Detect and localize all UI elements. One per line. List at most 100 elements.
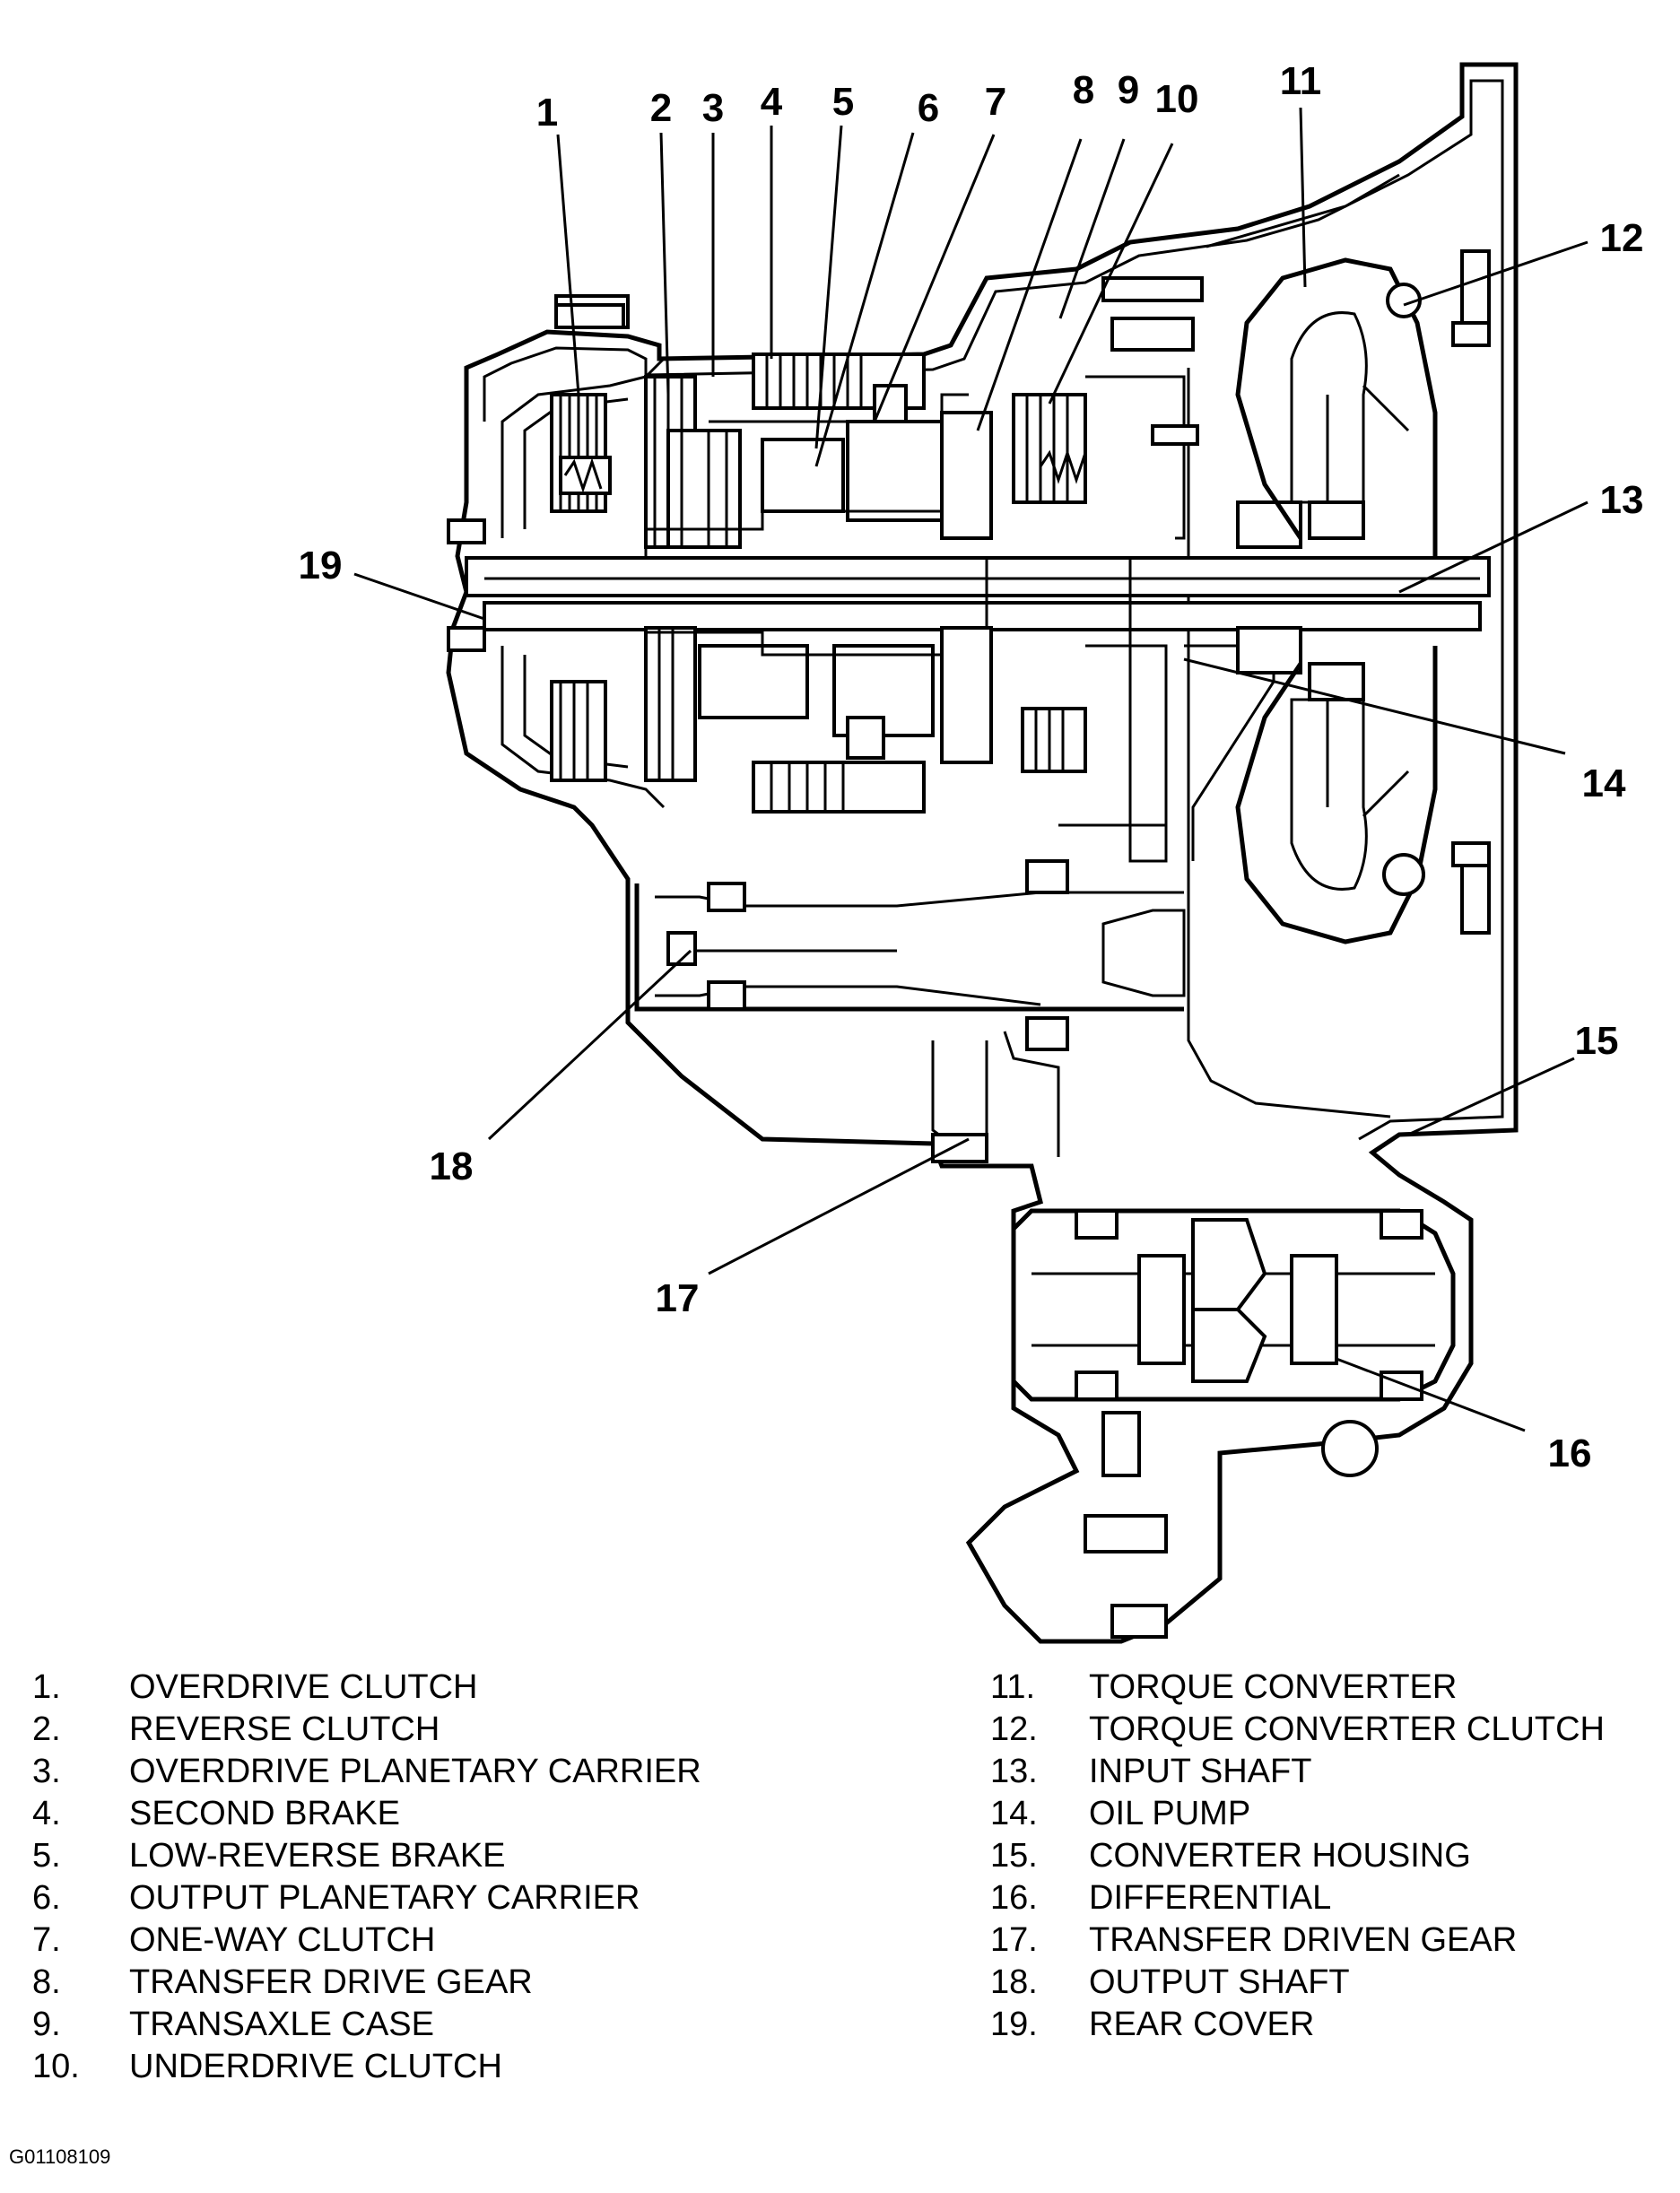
legend-label: OIL PUMP — [1089, 1795, 1251, 1832]
callout-17: 17 — [656, 1276, 700, 1320]
legend-number: 16. — [990, 1879, 1038, 1917]
leader-line-16 — [1336, 1357, 1526, 1432]
callout-6: 6 — [918, 86, 939, 130]
legend-number: 12. — [990, 1710, 1038, 1748]
leader-lines — [353, 107, 1589, 1432]
legend-item: 12. TORQUE CONVERTER CLUTCH — [990, 1709, 1605, 1751]
legend-item: 14. OIL PUMP — [990, 1793, 1605, 1835]
transaxle-cross-section-diagram: 1 2 3 4 5 6 7 8 9 10 11 12 13 14 15 16 1… — [299, 59, 1644, 1644]
legend-number: 18. — [990, 1963, 1038, 2001]
legend-item: 11. TORQUE CONVERTER — [990, 1667, 1605, 1709]
callout-12: 12 — [1600, 216, 1644, 260]
transfer-driven-gear — [931, 1031, 1060, 1163]
legend-label: REVERSE CLUTCH — [129, 1710, 440, 1748]
main-shaft — [465, 556, 1491, 631]
fastener-bolts — [447, 276, 1491, 867]
callout-11: 11 — [1280, 59, 1322, 103]
legend-label: TRANSFER DRIVEN GEAR — [1089, 1921, 1518, 1959]
leader-line-8 — [976, 138, 1083, 431]
legend-number: 11. — [990, 1668, 1036, 1706]
legend-item: 18. OUTPUT SHAFT — [990, 1962, 1605, 2004]
legend-item: 8. TRANSFER DRIVE GEAR — [32, 1962, 701, 2004]
leader-line-19 — [353, 572, 485, 621]
leader-line-10 — [1048, 143, 1174, 405]
legend-number: 9. — [32, 2006, 61, 2043]
legend-left-column: 1. OVERDRIVE CLUTCH 2. REVERSE CLUTCH 3. OV… — [32, 1667, 701, 2088]
differential — [1011, 1208, 1456, 1639]
callout-2: 2 — [650, 86, 672, 130]
legend-number: 1. — [32, 1668, 61, 1706]
legend-label: TORQUE CONVERTER — [1089, 1668, 1458, 1706]
leader-line-9 — [1058, 138, 1126, 319]
legend-item: 3. OVERDRIVE PLANETARY CARRIER — [32, 1751, 701, 1793]
leader-line-2 — [659, 132, 670, 396]
legend-label: TRANSAXLE CASE — [129, 2006, 434, 2043]
legend-item: 6. OUTPUT PLANETARY CARRIER — [32, 1877, 701, 1919]
legend-label: ONE-WAY CLUTCH — [129, 1921, 436, 1959]
legend-number: 5. — [32, 1837, 61, 1875]
legend-number: 2. — [32, 1710, 61, 1748]
legend-number: 3. — [32, 1753, 61, 1790]
clutch-packs-lower — [501, 626, 987, 814]
legend-label: OUTPUT SHAFT — [1089, 1963, 1350, 2001]
figure-id: G01108109 — [9, 2145, 111, 2168]
callout-4: 4 — [761, 80, 783, 124]
callout-14: 14 — [1582, 761, 1626, 805]
legend-number: 14. — [990, 1795, 1038, 1832]
oil-pump — [1128, 500, 1302, 863]
callout-9: 9 — [1118, 68, 1139, 112]
legend-number: 13. — [990, 1753, 1038, 1790]
legend-label: REAR COVER — [1089, 2006, 1315, 2043]
legend-label: OVERDRIVE PLANETARY CARRIER — [129, 1753, 701, 1790]
legend-item: 17.TRANSFER DRIVEN GEAR — [990, 1919, 1605, 1962]
legend-label: OVERDRIVE CLUTCH — [129, 1668, 478, 1706]
leader-line-7 — [873, 134, 996, 422]
leader-line-6 — [814, 132, 915, 467]
legend-item: 9. TRANSAXLE CASE — [32, 2004, 701, 2046]
legend-number: 6. — [32, 1879, 61, 1917]
leader-line-18 — [487, 949, 692, 1141]
callout-19: 19 — [299, 544, 343, 587]
callout-8: 8 — [1073, 68, 1094, 112]
callout-5: 5 — [832, 80, 854, 124]
legend-number: 15. — [990, 1837, 1038, 1875]
callout-numbers: 1 2 3 4 5 6 7 8 9 10 11 12 13 14 15 16 1… — [299, 59, 1644, 1475]
legend-number: 8. — [32, 1963, 61, 2001]
legend-label: CONVERTER HOUSING — [1089, 1837, 1471, 1875]
legend-item: 7. ONE-WAY CLUTCH — [32, 1919, 701, 1962]
legend-number: 19. — [990, 2006, 1038, 2043]
legend-number: 10. — [32, 2048, 80, 2085]
legend-item: 1. OVERDRIVE CLUTCH — [32, 1667, 701, 1709]
legend-item: 4.SECOND BRAKE — [32, 1793, 701, 1835]
leader-line-1 — [556, 134, 580, 396]
output-shaft — [634, 859, 1186, 1051]
legend-number: 4. — [32, 1795, 61, 1832]
legend-item: 15. CONVERTER HOUSING — [990, 1835, 1605, 1877]
leader-line-11 — [1299, 107, 1307, 288]
legend-item: 13.INPUT SHAFT — [990, 1751, 1605, 1793]
callout-16: 16 — [1548, 1432, 1592, 1475]
leader-line-17 — [708, 1137, 970, 1275]
callout-1: 1 — [536, 91, 558, 135]
callout-15: 15 — [1575, 1019, 1619, 1063]
callout-7: 7 — [985, 80, 1006, 124]
leader-line-13 — [1398, 500, 1589, 594]
leader-line-14 — [1183, 657, 1566, 755]
legend-label: TRANSFER DRIVE GEAR — [129, 1963, 533, 2001]
legend-right-column: 11. TORQUE CONVERTER 12. TORQUE CONVERTER … — [990, 1667, 1605, 2046]
legend-item: 19. REAR COVER — [990, 2004, 1605, 2046]
legend-number: 7. — [32, 1921, 61, 1959]
legend-label: OUTPUT PLANETARY CARRIER — [129, 1879, 640, 1917]
legend-item: 2. REVERSE CLUTCH — [32, 1709, 701, 1751]
clutch-packs-upper — [501, 352, 987, 556]
legend-item: 10.UNDERDRIVE CLUTCH — [32, 2046, 701, 2088]
legend-label: DIFFERENTIAL — [1089, 1879, 1332, 1917]
transfer-drive-gear-area — [554, 294, 1199, 827]
leader-line-5 — [814, 125, 843, 449]
legend-label: LOW-REVERSE BRAKE — [129, 1837, 506, 1875]
legend-item: 16. DIFFERENTIAL — [990, 1877, 1605, 1919]
legend-label: TORQUE CONVERTER CLUTCH — [1089, 1710, 1605, 1748]
callout-10: 10 — [1155, 77, 1199, 121]
callout-18: 18 — [430, 1144, 474, 1188]
transaxle-housing-outline — [446, 62, 1519, 1644]
